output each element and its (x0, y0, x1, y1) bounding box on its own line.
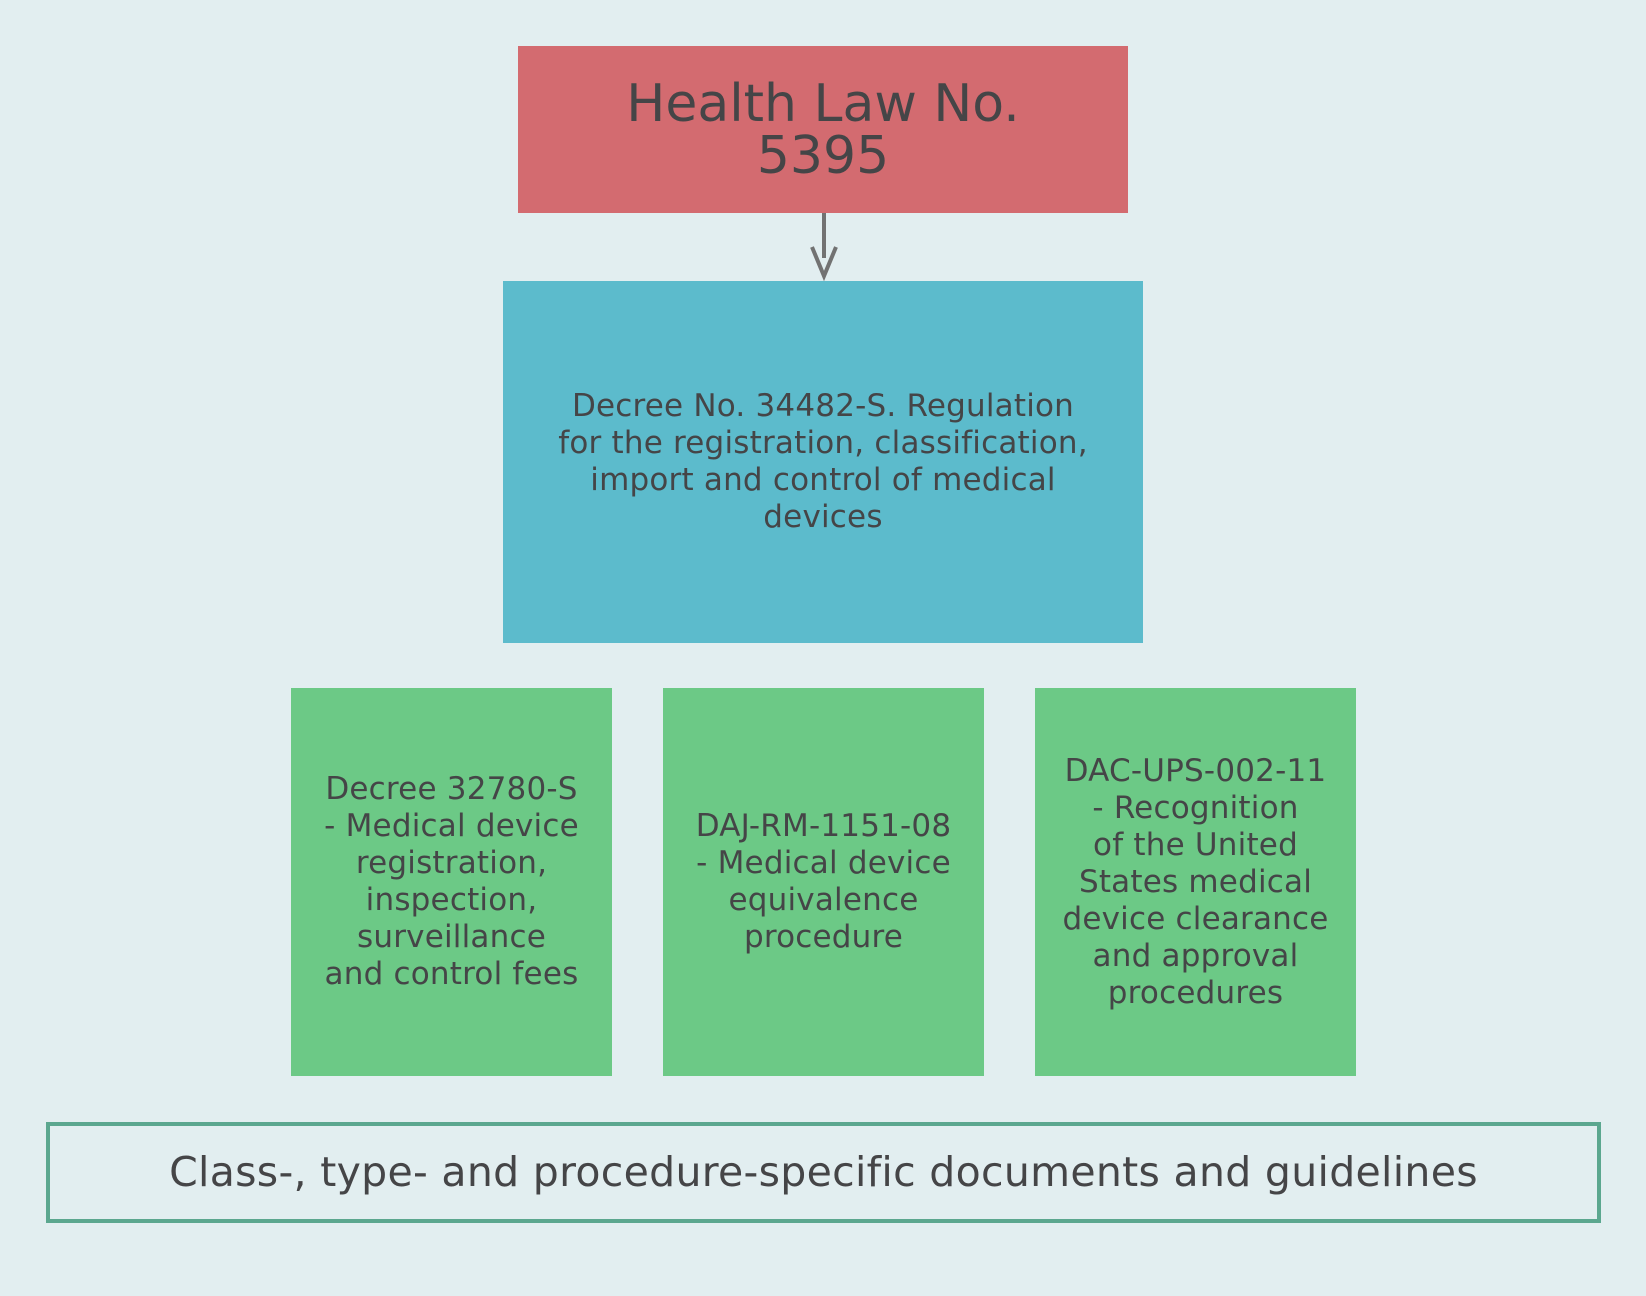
guidelines-node: Class-, type- and procedure-specific doc… (46, 1122, 1601, 1223)
fees-decree-label: Decree 32780-S - Medical device registra… (324, 771, 579, 992)
equivalence-procedure-node: DAJ-RM-1151-08 - Medical device equivale… (663, 688, 984, 1076)
arrow-head-icon (810, 246, 838, 282)
health-law-node: Health Law No. 5395 (518, 46, 1128, 213)
decree-regulation-label: Decree No. 34482-S. Regulation for the r… (558, 388, 1088, 535)
us-recognition-label: DAC-UPS-002-11 - Recognition of the Unit… (1062, 752, 1329, 1011)
us-recognition-node: DAC-UPS-002-11 - Recognition of the Unit… (1035, 688, 1356, 1076)
guidelines-label: Class-, type- and procedure-specific doc… (169, 1148, 1478, 1196)
health-law-label: Health Law No. 5395 (626, 73, 1020, 186)
fees-decree-node: Decree 32780-S - Medical device registra… (291, 688, 612, 1076)
decree-regulation-node: Decree No. 34482-S. Regulation for the r… (503, 281, 1143, 643)
equivalence-procedure-label: DAJ-RM-1151-08 - Medical device equivale… (695, 808, 952, 955)
